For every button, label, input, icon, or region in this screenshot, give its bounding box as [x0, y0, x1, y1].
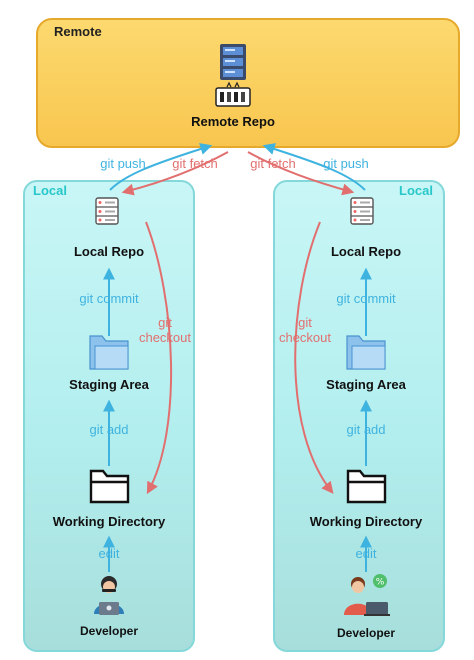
- local-repo-label-right: Local Repo: [330, 244, 402, 259]
- remote-title: Remote: [54, 24, 102, 39]
- git-add-label-right: git add: [346, 422, 386, 437]
- git-add-label-left: git add: [89, 422, 129, 437]
- local-repo-label-left: Local Repo: [73, 244, 145, 259]
- git-push-arrow-right: [262, 143, 366, 191]
- staging-area-label-right: Staging Area: [326, 377, 406, 392]
- staging-area-label-left: Staging Area: [69, 377, 149, 392]
- edit-label-right: edit: [355, 546, 377, 561]
- git-checkout-arrow-right: [294, 221, 334, 494]
- git-checkout-label-left-line2: checkout: [138, 330, 192, 345]
- local-title-right: Local: [399, 183, 433, 198]
- git-fetch-label-right: git fetch: [250, 156, 296, 171]
- git-checkout-label-right: git checkout: [279, 315, 331, 345]
- working-folder-icon-right: [346, 469, 387, 504]
- git-push-label-left: git push: [100, 156, 146, 171]
- git-fetch-arrow-right: [247, 151, 355, 196]
- working-directory-label-left: Working Directory: [52, 514, 166, 529]
- git-commit-label-right: git commit: [336, 291, 396, 306]
- git-checkout-label-left-line1: git: [158, 315, 172, 330]
- git-fetch-label-left: git fetch: [172, 156, 218, 171]
- git-push-arrow-left: [109, 143, 213, 191]
- developer-avatar-right: %: [344, 574, 390, 616]
- git-checkout-label-right-line1: git: [298, 315, 312, 330]
- staging-folder-icon-right: [346, 335, 386, 370]
- remote-server-icon: [215, 44, 251, 107]
- remote-repo-label: Remote Repo: [191, 114, 275, 129]
- edit-label-left: edit: [98, 546, 120, 561]
- git-checkout-label-left: git checkout: [139, 315, 191, 345]
- staging-folder-icon-left: [89, 335, 129, 370]
- working-directory-label-right: Working Directory: [309, 514, 423, 529]
- git-commit-label-left: git commit: [79, 291, 139, 306]
- git-checkout-label-right-line2: checkout: [278, 330, 332, 345]
- working-folder-icon-left: [89, 469, 130, 504]
- svg-text:%: %: [376, 578, 385, 588]
- developer-label-left: Developer: [79, 624, 139, 638]
- remote-panel: [36, 18, 460, 148]
- developer-label-right: Developer: [336, 626, 396, 640]
- git-checkout-arrow-left: [145, 221, 173, 495]
- local-panel-right: [273, 180, 445, 652]
- local-repo-icon-right: [350, 197, 374, 225]
- local-title-left: Local: [33, 183, 67, 198]
- developer-avatar-left: [94, 576, 124, 615]
- local-repo-icon-left: [95, 197, 119, 225]
- git-fetch-arrow-left: [121, 151, 229, 196]
- git-push-label-right: git push: [323, 156, 369, 171]
